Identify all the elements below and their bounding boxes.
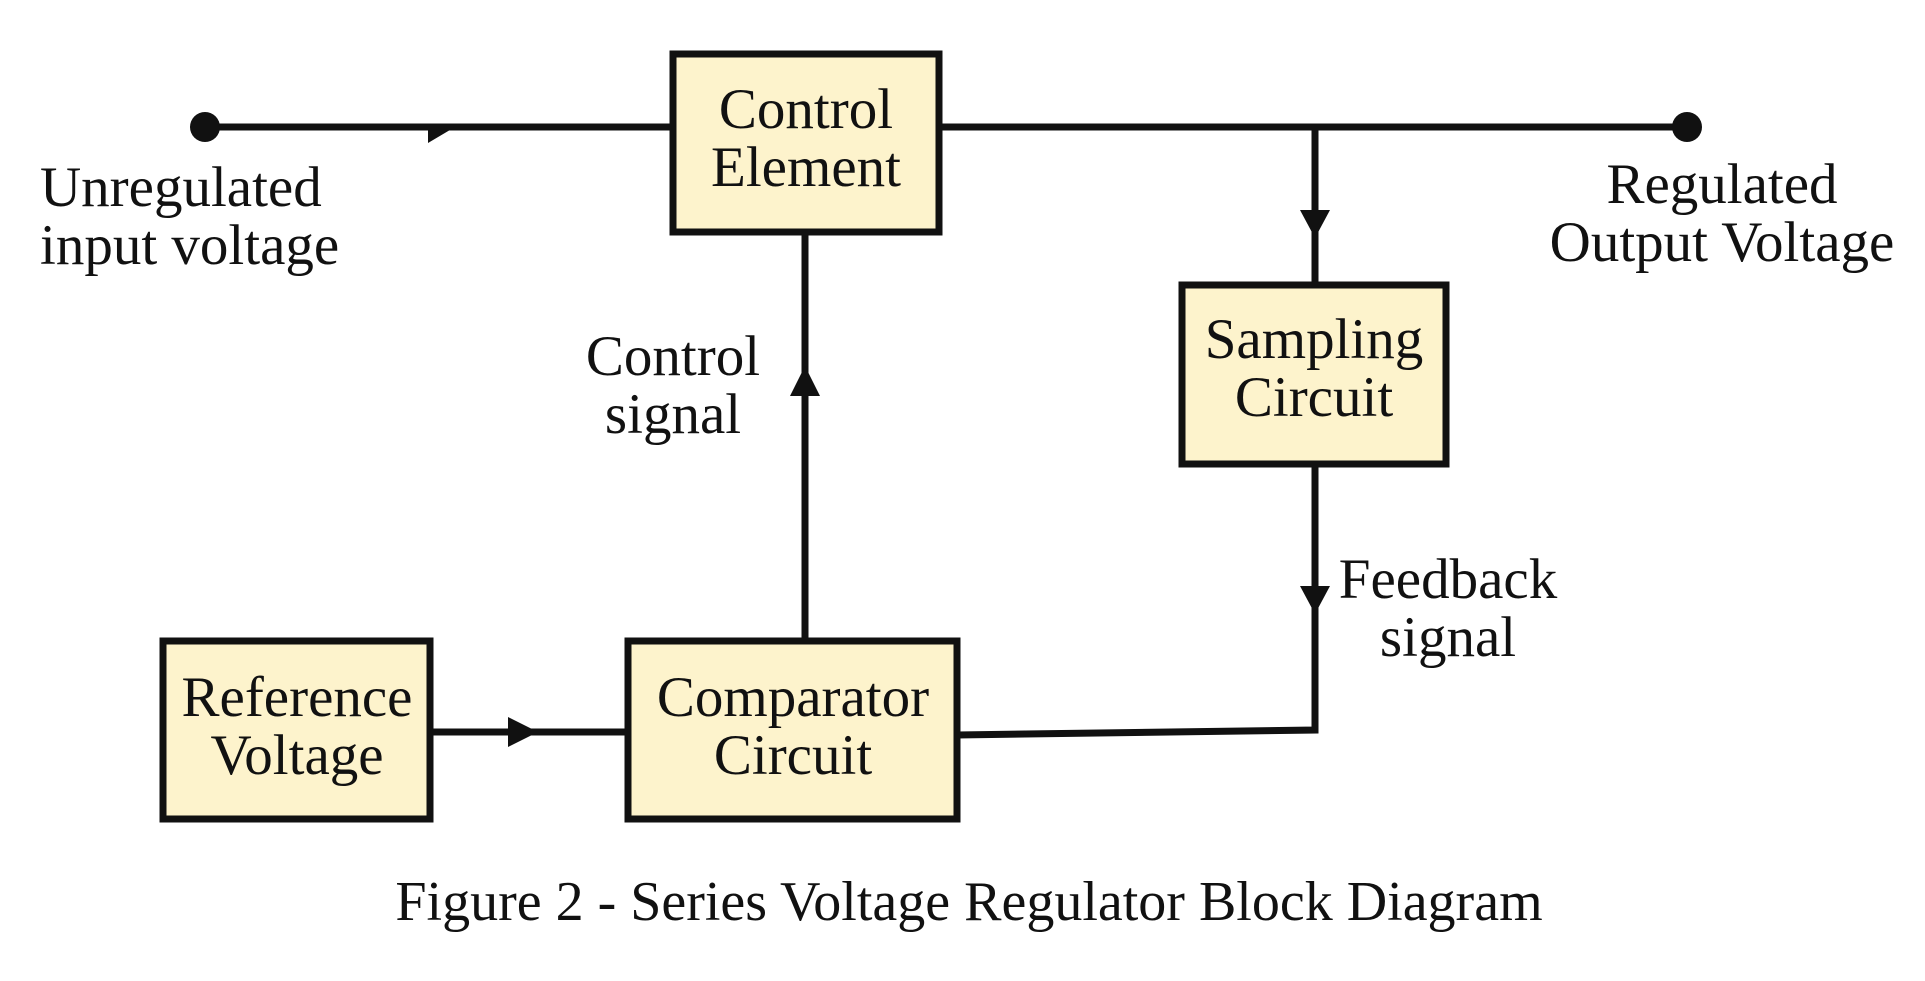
input-label: Unregulated input voltage — [40, 156, 339, 277]
feedback-arrow-icon — [1300, 586, 1330, 614]
reference-arrow-icon — [508, 717, 538, 747]
control-element-block: Control Element — [669, 50, 943, 236]
feedback-signal-label-line1: Feedback — [1339, 548, 1558, 611]
sampling-circuit-line2: Circuit — [1235, 366, 1393, 429]
comparator-circuit-block: Comparator Circuit — [624, 637, 961, 823]
sampling-circuit-block: Sampling Circuit — [1178, 281, 1450, 468]
input-label-line1: Unregulated — [40, 156, 322, 219]
sampling-tap-arrow-icon — [1300, 210, 1330, 238]
figure-caption: Figure 2 - Series Voltage Regulator Bloc… — [395, 871, 1542, 933]
control-signal-label-line1: Control — [586, 325, 760, 388]
comparator-circuit-line2: Circuit — [714, 724, 872, 787]
sampling-circuit-line1: Sampling — [1205, 308, 1424, 371]
control-signal-label-line2: signal — [605, 383, 741, 446]
output-terminal-icon — [1672, 112, 1702, 142]
control-element-line2: Element — [711, 136, 901, 199]
reference-voltage-line1: Reference — [182, 666, 413, 729]
feedback-wire — [956, 464, 1319, 739]
feedback-signal-label: Feedback signal — [1339, 548, 1558, 669]
output-label: Regulated Output Voltage — [1550, 153, 1895, 274]
control-signal-label: Control signal — [586, 325, 760, 446]
input-label-line2: input voltage — [40, 214, 339, 277]
control-signal-arrow-icon — [790, 366, 820, 396]
feedback-signal-label-line2: signal — [1380, 606, 1516, 669]
output-label-line2: Output Voltage — [1550, 211, 1895, 274]
input-terminal-icon — [190, 112, 220, 142]
control-element-line1: Control — [719, 78, 893, 141]
reference-voltage-block: Reference Voltage — [159, 637, 434, 823]
output-label-line1: Regulated — [1606, 153, 1837, 216]
comparator-circuit-line1: Comparator — [657, 666, 929, 729]
reference-voltage-line2: Voltage — [210, 724, 383, 787]
input-arrow-icon — [428, 111, 455, 143]
